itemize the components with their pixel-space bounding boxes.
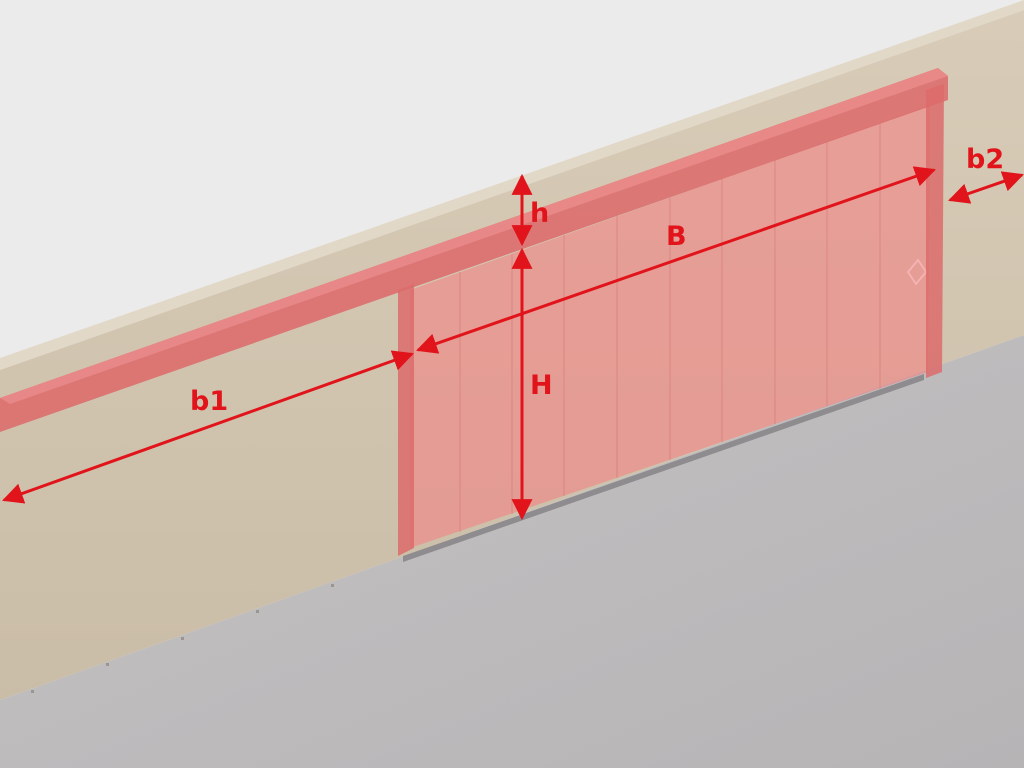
floor xyxy=(0,335,1024,768)
wall-base-marks xyxy=(31,584,334,693)
dim-line-b2 xyxy=(948,171,1024,204)
dim-line-B xyxy=(416,166,936,354)
left-jamb xyxy=(398,284,414,556)
label-b1: b1 xyxy=(190,386,228,417)
right-post xyxy=(926,84,944,378)
label-H: H xyxy=(530,370,553,401)
dimension-lines xyxy=(2,166,1024,521)
label-b2: b2 xyxy=(966,144,1004,175)
label-h: h xyxy=(530,198,549,229)
door-sill xyxy=(403,374,924,562)
label-B: B xyxy=(666,221,687,252)
dim-line-b1 xyxy=(2,350,414,504)
